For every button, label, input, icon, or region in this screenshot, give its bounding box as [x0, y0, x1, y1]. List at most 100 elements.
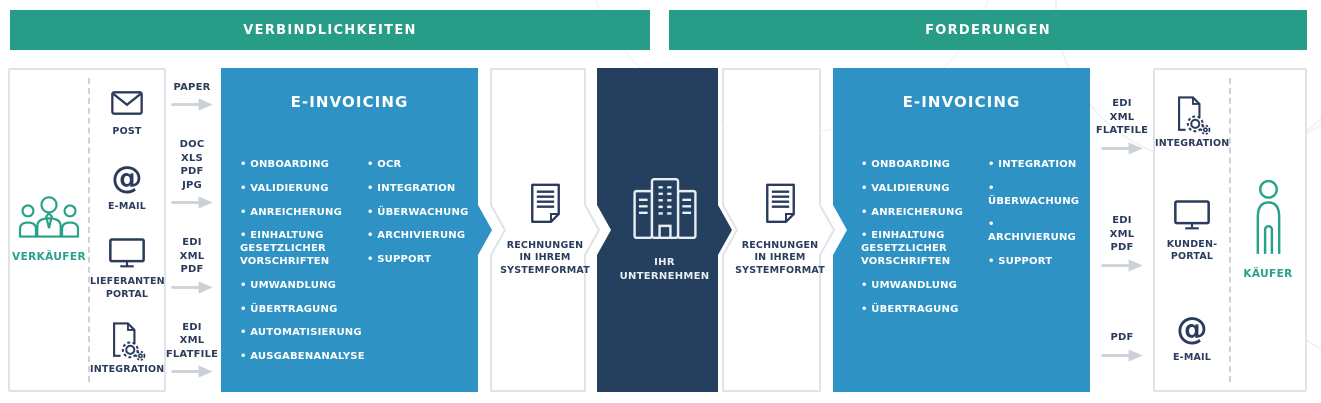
service-item: ANREICHERUNG [861, 207, 988, 220]
channel-label: POST [112, 125, 142, 137]
channel-label: INTEGRATION [1155, 138, 1230, 150]
format-label: EDI XML PDF [179, 237, 205, 276]
service-item: OCR [367, 159, 487, 172]
document-gear-icon [1174, 95, 1211, 135]
system-format-left-box: RECHNUNGEN IN IHREM SYSTEMFORMAT [490, 68, 600, 392]
service-item: EINHALTUNG GESETZLICHER VORSCHRIFTEN [240, 230, 367, 268]
service-item: VALIDIERUNG [240, 183, 367, 196]
company-label: IHR UNTERNEHMEN [619, 257, 710, 282]
svg-text:@: @ [111, 161, 142, 195]
einvoicing-left-box: E-INVOICING ONBOARDING VALIDIERUNG ANREICH… [221, 68, 492, 392]
buildings-icon [627, 177, 703, 244]
flow-arrow-icon [1101, 349, 1143, 362]
buyer-label: KÄUFER [1243, 267, 1293, 280]
svg-text:@: @ [1176, 312, 1207, 346]
format-label: PDF [1110, 332, 1134, 344]
buyer-divider [1229, 78, 1231, 382]
format-label: EDI XML FLATFILE [165, 321, 219, 360]
chevron-box-shape [490, 68, 600, 392]
seller-group-icon [18, 195, 80, 242]
service-item: AUSGABENANALYSE [240, 351, 367, 364]
buyer-person-icon [1252, 179, 1285, 259]
service-item: ARCHIVIERUNG [988, 219, 1084, 245]
service-item: SUPPORT [988, 256, 1084, 269]
system-format-left-label: RECHNUNGEN IN IHREM SYSTEMFORMAT [500, 239, 590, 276]
flow-arrow-icon [171, 196, 213, 209]
payables-header-label: VERBINDLICHKEITEN [243, 22, 417, 38]
service-item: ONBOARDING [861, 159, 988, 172]
channel-item: KUNDEN-PORTAL [1155, 197, 1229, 264]
format-label: PAPER [173, 81, 211, 93]
flow-arrow-icon [1101, 259, 1143, 272]
channel-label: E-MAIL [1172, 351, 1212, 363]
format-group: DOC XLS PDF JPG [170, 138, 214, 210]
services-column-1: ONBOARDING VALIDIERUNG ANREICHERUNG EINHALT… [240, 159, 367, 375]
einvoicing-left-services: ONBOARDING VALIDIERUNG ANREICHERUNG EINHALT… [221, 111, 492, 375]
document-gear-icon [109, 321, 146, 361]
system-format-right-label: RECHNUNGEN IN IHREM SYSTEMFORMAT [735, 239, 825, 276]
format-label: DOC XLS PDF JPG [179, 139, 205, 191]
service-item: INTEGRATION [988, 159, 1084, 172]
service-item: ÜBERWACHUNG [988, 183, 1084, 209]
buyer-box: INTEGRATION KUNDEN-PORTAL @ E-MAIL [1153, 68, 1307, 392]
at-sign-icon: @ [1175, 310, 1209, 348]
channel-item: @ E-MAIL [108, 159, 146, 213]
flow-arrow-icon [171, 98, 213, 112]
channel-item: INTEGRATION [1155, 95, 1230, 150]
einvoicing-left-title: E-INVOICING [290, 93, 409, 111]
service-item: SUPPORT [367, 254, 487, 267]
inbound-formats-column: PAPER DOC XLS PDF JPG EDI XML PDF EDI XM… [164, 68, 220, 392]
format-label: EDI XML PDF [1109, 215, 1135, 254]
service-item: ÜBERTRAGUNG [240, 304, 367, 317]
format-group: PDF [1100, 331, 1144, 363]
format-group: EDI XML FLATFILE [1096, 97, 1148, 156]
receivables-header: FORDERUNGEN [669, 10, 1307, 50]
seller-pane: VERKÄUFER [10, 70, 88, 390]
buyer-channels: INTEGRATION KUNDEN-PORTAL @ E-MAIL [1155, 70, 1229, 390]
channel-label: KUNDEN-PORTAL [1166, 238, 1218, 262]
einvoicing-right-box: E-INVOICING ONBOARDING VALIDIERUNG ANREICH… [833, 68, 1090, 392]
service-item: EINHALTUNG GESETZLICHER VORSCHRIFTEN [861, 230, 988, 268]
services-column-2: INTEGRATION ÜBERWACHUNG ARCHIVIERUNG SUPPOR… [988, 159, 1084, 327]
flow-arrow-icon [171, 365, 213, 378]
einvoicing-right-title: E-INVOICING [902, 93, 1021, 111]
flow-arrow-icon [171, 281, 213, 294]
outbound-formats-column: EDI XML FLATFILE EDI XML PDF PDF [1090, 68, 1154, 392]
service-item: UMWANDLUNG [861, 280, 988, 293]
monitor-icon [109, 234, 145, 272]
einvoicing-right-services: ONBOARDING VALIDIERUNG ANREICHERUNG EINHALT… [833, 111, 1090, 327]
service-item: ÜBERTRAGUNG [861, 304, 988, 317]
service-item: VALIDIERUNG [861, 183, 988, 196]
monitor-icon [1174, 197, 1210, 235]
format-group: EDI XML PDF [170, 236, 214, 295]
service-item: UMWANDLUNG [240, 280, 367, 293]
format-group: EDI XML PDF [1100, 214, 1144, 273]
format-label: EDI XML FLATFILE [1095, 98, 1149, 137]
payables-header: VERBINDLICHKEITEN [10, 10, 650, 50]
service-item: ARCHIVIERUNG [367, 230, 487, 243]
channel-item: POST [111, 84, 143, 138]
services-column-1: ONBOARDING VALIDIERUNG ANREICHERUNG EINHALT… [861, 159, 988, 327]
service-item: ANREICHERUNG [240, 207, 367, 220]
channel-item: @ E-MAIL [1173, 310, 1211, 364]
channel-item: LIEFERANTEN PORTAL [90, 234, 165, 301]
service-item: ONBOARDING [240, 159, 367, 172]
channel-item: INTEGRATION [90, 321, 164, 376]
format-group: PAPER [170, 81, 214, 113]
channel-label: LIEFERANTEN PORTAL [90, 276, 165, 300]
flow-arrow-icon [1101, 142, 1143, 155]
seller-channels: POST @ E-MAIL LIEFERANTEN PORTAL INTEGRA… [90, 70, 165, 390]
at-sign-icon: @ [110, 159, 144, 197]
service-item: INTEGRATION [367, 183, 487, 196]
company-box: IHR UNTERNEHMEN [597, 68, 732, 392]
invoice-document-icon [764, 183, 797, 229]
seller-box: VERKÄUFER POST @ E-MAIL LIEFERANTEN PORT… [8, 68, 166, 392]
services-column-2: OCRINTEGRATIONÜBERWACHUNGARCHIVIERUNGSUP… [367, 159, 487, 375]
buyer-pane: KÄUFER [1231, 70, 1305, 390]
service-item: AUTOMATISIERUNG [240, 327, 367, 340]
receivables-header-label: FORDERUNGEN [925, 22, 1051, 38]
seller-divider [88, 78, 90, 382]
channel-label: E-MAIL [107, 200, 147, 212]
invoice-document-icon [529, 183, 562, 229]
